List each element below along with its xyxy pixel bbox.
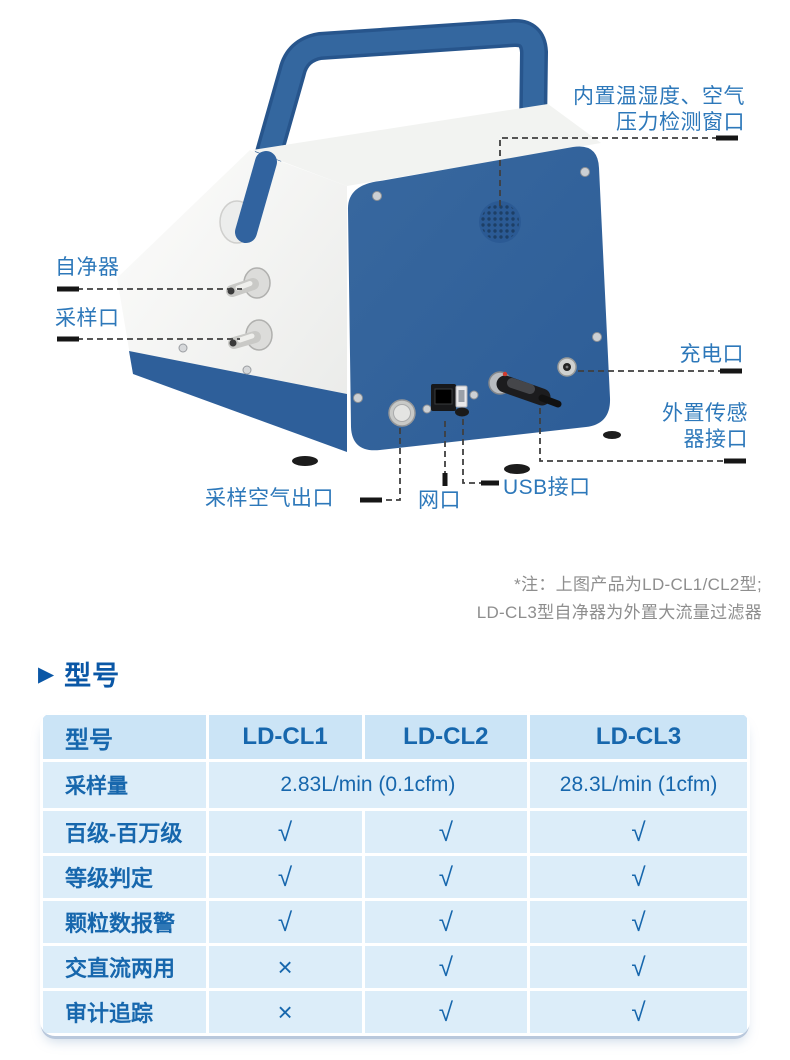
air-outlet-port (388, 399, 416, 427)
row-label: 采样量 (43, 762, 206, 808)
label-external-sensor: 外置传感 器接口 (662, 402, 748, 451)
header-model: 型号 (43, 715, 206, 759)
label-detection-window: 内置温湿度、空气 压力检测窗口 (573, 85, 745, 134)
table-header-row: 型号 LD-CL1 LD-CL2 LD-CL3 (43, 715, 747, 759)
label-air-outlet: 采样空气出口 (205, 487, 334, 510)
product-illustration (57, 19, 746, 503)
sampling-nozzle (228, 319, 273, 351)
table-row-sampling: 采样量 2.83L/min (0.1cfm) 28.3L/min (1cfm) (43, 762, 747, 808)
table-row-feature: 交直流两用 × √ √ (43, 946, 747, 988)
row-label: 交直流两用 (43, 946, 206, 988)
cell-cl2: √ (364, 991, 528, 1033)
label-self-purifier: 自净器 (55, 256, 120, 279)
usb-port (455, 385, 469, 417)
label-sampling-port: 采样口 (55, 307, 120, 330)
callout-line-sensor (539, 408, 746, 462)
label-network-port: 网口 (418, 489, 461, 512)
charging-port-socket (557, 357, 577, 377)
note-line-1: *注：上图产品为LD-CL1/CL2型; (514, 575, 762, 594)
device-feet (292, 431, 621, 474)
cell-cl3: √ (530, 991, 747, 1033)
cell-cl1: √ (208, 811, 362, 853)
header-ld-cl2: LD-CL2 (364, 715, 528, 759)
triangle-marker-icon: ▶ (38, 663, 56, 686)
product-note: *注：上图产品为LD-CL1/CL2型; LD-CL3型自净器为外置大流量过滤器 (477, 571, 762, 627)
cell-cl2: √ (364, 946, 528, 988)
sampling-value-cl3: 28.3L/min (1cfm) (530, 762, 747, 808)
cell-cl3: √ (530, 946, 747, 988)
sampling-value-cl1-cl2: 2.83L/min (0.1cfm) (208, 762, 528, 808)
spec-table-card: 型号 LD-CL1 LD-CL2 LD-CL3 采样量 2.83L/min (0… (40, 712, 750, 1036)
section-title-model: ▶ 型号 (38, 654, 120, 693)
side-screws (178, 343, 252, 375)
cell-cl3: √ (530, 811, 747, 853)
cell-cl2: √ (364, 811, 528, 853)
table-row-feature: 百级-百万级 √ √ √ (43, 811, 747, 853)
spec-table: 型号 LD-CL1 LD-CL2 LD-CL3 采样量 2.83L/min (0… (40, 712, 750, 1036)
cell-cl1: × (208, 991, 362, 1033)
carry-handle (232, 19, 548, 248)
device-bottom-band (129, 351, 347, 452)
callout-line-window (499, 137, 738, 206)
cell-cl3: √ (530, 901, 747, 943)
note-line-2: LD-CL3型自净器为外置大流量过滤器 (476, 603, 762, 622)
row-label: 等级判定 (43, 856, 206, 898)
section-title-text: 型号 (64, 661, 121, 691)
label-usb-port: USB接口 (503, 476, 591, 499)
header-ld-cl3: LD-CL3 (530, 715, 747, 759)
device-back-panel (347, 146, 611, 451)
carry-handle-end (235, 151, 277, 243)
cell-cl1: × (208, 946, 362, 988)
vent-grille (479, 201, 521, 243)
row-label: 百级-百万级 (43, 811, 206, 853)
cell-cl2: √ (364, 856, 528, 898)
callout-line-outlet (360, 428, 401, 501)
cell-cl3: √ (530, 856, 747, 898)
cell-cl1: √ (208, 856, 362, 898)
header-ld-cl1: LD-CL1 (208, 715, 362, 759)
row-label: 颗粒数报警 (43, 901, 206, 943)
callout-line-usb (462, 419, 499, 484)
panel-screws (353, 167, 602, 414)
self-purifier-nozzle (226, 267, 271, 299)
label-charging-port: 充电口 (679, 343, 744, 366)
device-top-face (252, 104, 601, 186)
ethernet-port (431, 384, 456, 411)
sensor-connector (488, 371, 562, 408)
row-label: 审计追踪 (43, 991, 206, 1033)
cell-cl2: √ (364, 901, 528, 943)
table-row-feature: 颗粒数报警 √ √ √ (43, 901, 747, 943)
table-row-feature: 审计追踪 × √ √ (43, 991, 747, 1033)
cell-cl1: √ (208, 901, 362, 943)
table-row-feature: 等级判定 √ √ √ (43, 856, 747, 898)
